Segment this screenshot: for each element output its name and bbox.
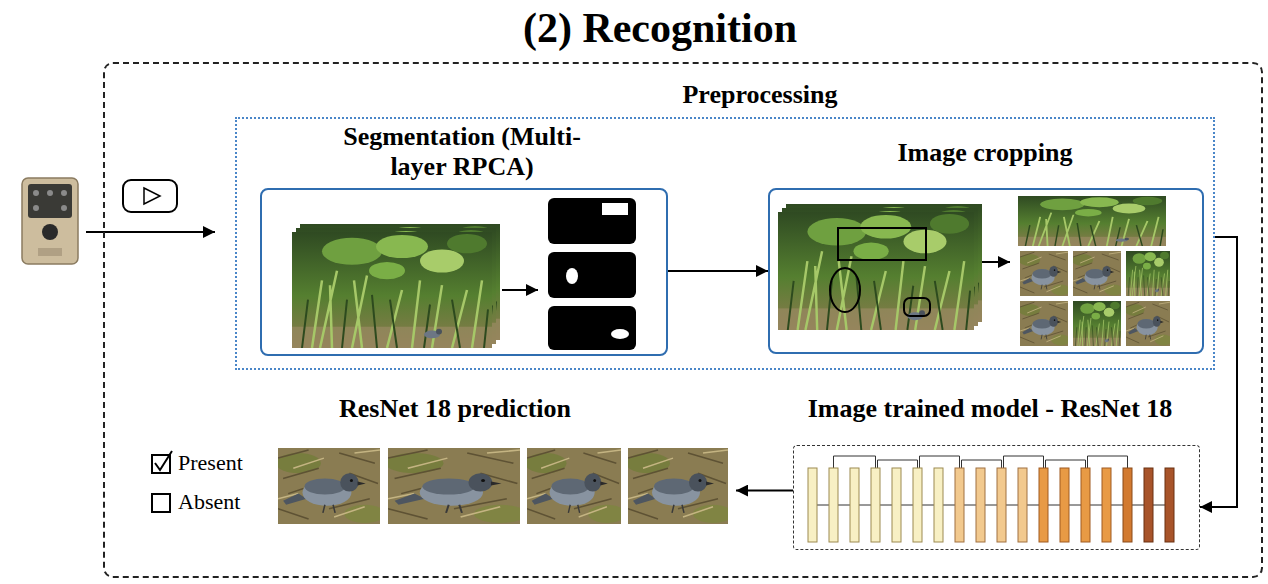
prediction-panel: ResNet 18 prediction [270, 440, 736, 532]
network-layer [1018, 468, 1027, 542]
network-layer [913, 468, 922, 542]
network-layer [1039, 468, 1048, 542]
mask-foreground [611, 329, 629, 339]
checkbox-label: Absent [178, 489, 240, 514]
cropped-image [1019, 301, 1070, 346]
checkbox-label: Present [178, 450, 243, 475]
segmentation-box: Segmentation (Multi-layer RPCA) [260, 188, 668, 356]
segmentation-mask [548, 198, 636, 244]
network-layer [850, 468, 859, 542]
checkbox [152, 494, 170, 512]
video-frame-photo [778, 212, 974, 330]
network-layer [1102, 468, 1111, 542]
camera-trap-icon [22, 178, 78, 264]
network-layer [871, 468, 880, 542]
camera-led [61, 190, 67, 196]
cropping-box: Image cropping [768, 188, 1204, 354]
segmentation-mask [548, 252, 636, 298]
prediction-image [525, 448, 626, 524]
play-button-icon [123, 180, 177, 212]
camera-sensor-panel [28, 184, 72, 218]
node-heading: (2) Recognition [523, 5, 797, 51]
network-layer [934, 468, 943, 542]
network-layer [1165, 468, 1174, 542]
cropped-image [1125, 301, 1172, 346]
network-layer [892, 468, 901, 542]
crop-region [838, 228, 926, 260]
segmentation-arrow [502, 289, 538, 291]
cropped-image [1126, 251, 1170, 296]
network-layer [1060, 468, 1069, 542]
camera-lens [42, 224, 58, 240]
flow-arrow [1200, 237, 1237, 507]
preprocessing-box: PreprocessingSegmentation (Multi-layer R… [235, 117, 1215, 370]
camera-led [61, 205, 67, 211]
node-heading: Image trained model - ResNet 18 [808, 394, 1173, 423]
resnet-architecture [808, 456, 1174, 542]
video-frame-photo [292, 232, 492, 348]
node-heading: Preprocessing [682, 80, 837, 109]
recognition-panel: (2) RecognitionPreprocessingSegmentation… [103, 62, 1263, 578]
network-layer [976, 468, 985, 542]
network-layer [808, 468, 817, 542]
prediction-image [626, 448, 733, 524]
network-layer [829, 468, 838, 542]
camera-latch [38, 248, 62, 256]
network-layer [1144, 468, 1153, 542]
checkmark [155, 451, 172, 470]
segmentation-mask [548, 306, 636, 350]
node-heading: Image cropping [897, 138, 1072, 167]
network-layer [1123, 468, 1132, 542]
resnet-box: Image trained model - ResNet 18 [793, 445, 1200, 550]
flow-arrow [668, 270, 768, 272]
cropped-image [1019, 251, 1070, 296]
camera-body [22, 178, 78, 264]
camera-led [47, 190, 53, 196]
input-arrow [86, 231, 215, 233]
prediction-image [276, 448, 385, 524]
play-triangle [144, 188, 160, 204]
cropped-image [1018, 196, 1166, 246]
prediction-image [385, 448, 526, 524]
camera-led [33, 190, 39, 196]
crop-region [830, 268, 860, 312]
network-layer [997, 468, 1006, 542]
node-heading: Segmentation (Multi-layer RPCA) [343, 122, 581, 181]
cropping-arrow [982, 261, 1010, 263]
camera-led [33, 205, 39, 211]
network-layer [955, 468, 964, 542]
play-button-frame [123, 180, 177, 212]
cropped-image [1072, 251, 1123, 296]
layer-link [808, 505, 1174, 506]
skip-connections [834, 456, 1128, 468]
mask-foreground [566, 268, 578, 284]
flow-arrow [736, 490, 793, 492]
network-layer [1081, 468, 1090, 542]
node-heading: ResNet 18 prediction [339, 394, 571, 423]
mask-foreground [602, 203, 628, 215]
crop-region [904, 298, 930, 316]
cropped-image [1073, 301, 1121, 346]
